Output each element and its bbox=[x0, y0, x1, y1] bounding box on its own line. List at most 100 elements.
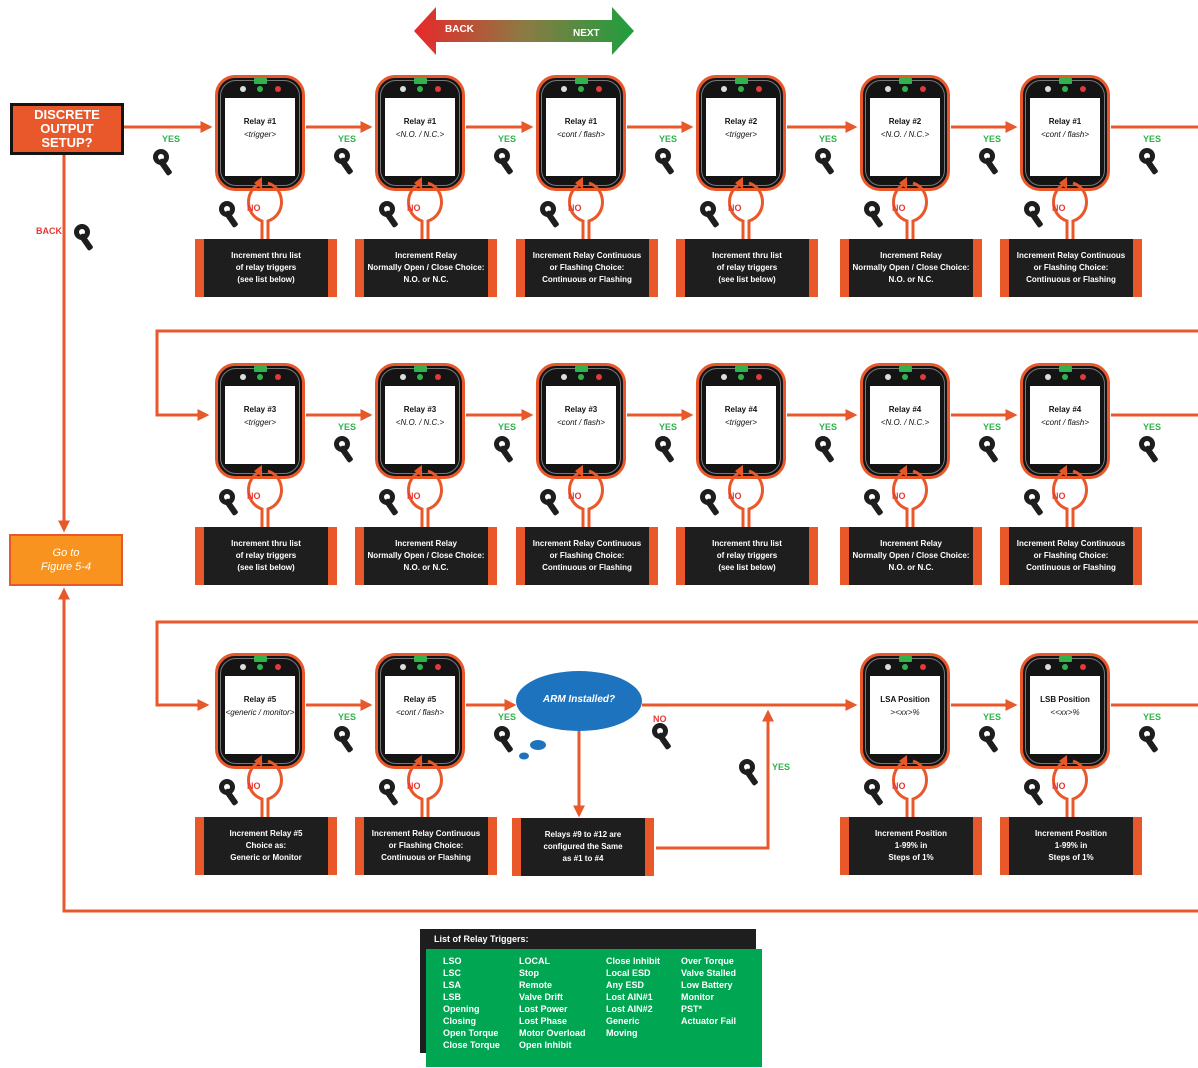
green-led bbox=[417, 374, 423, 380]
trigger-item: Valve Stalled bbox=[681, 968, 737, 978]
no-label: NO bbox=[728, 203, 742, 213]
display-screen: Relay #3<N.O. / N.C.> bbox=[385, 386, 455, 464]
actuator-display[interactable]: Relay #5 <generic / monitor> bbox=[215, 653, 305, 769]
note-line: Relays #9 to #12 are bbox=[544, 830, 622, 839]
note-line: 1-99% in bbox=[894, 841, 928, 850]
no-label: NO bbox=[407, 203, 421, 213]
trigger-item: Actuator Fail bbox=[681, 1016, 737, 1026]
actuator-display[interactable]: Relay #4<trigger> bbox=[696, 363, 786, 479]
note-line: Continuous or Flashing bbox=[1026, 275, 1116, 284]
trigger-item: Lost AIN#1 bbox=[606, 992, 653, 1002]
actuator-display[interactable]: Relay #3<N.O. / N.C.> bbox=[375, 363, 465, 479]
knob-icon bbox=[815, 436, 834, 463]
trigger-item: Lost Power bbox=[519, 1004, 568, 1014]
white-led bbox=[1045, 86, 1051, 92]
actuator-display[interactable]: Relay #5<cont / flash> bbox=[375, 653, 465, 769]
actuator-display[interactable]: Relay #3<cont / flash> bbox=[536, 363, 626, 479]
loop-arrow bbox=[568, 177, 604, 239]
yes-label: YES bbox=[819, 134, 838, 144]
loop-arrow bbox=[892, 465, 928, 527]
status-badge bbox=[899, 366, 912, 372]
display-value: <trigger> bbox=[243, 418, 277, 427]
display-title: Relay #5 bbox=[243, 695, 277, 704]
loop-arrow bbox=[1052, 177, 1088, 239]
actuator-display[interactable]: LSB Position<<xx>% bbox=[1020, 653, 1110, 769]
note-line: Continuous or Flashing bbox=[542, 563, 632, 572]
actuator-display[interactable]: Relay #4<cont / flash> bbox=[1020, 363, 1110, 479]
note-line: Normally Open / Close Choice: bbox=[852, 551, 970, 560]
note-line: or Flashing Choice: bbox=[1033, 551, 1109, 560]
note-line: Normally Open / Close Choice: bbox=[367, 263, 485, 272]
display-title: Relay #2 bbox=[888, 117, 922, 126]
actuator-display[interactable]: Relay #2<N.O. / N.C.> bbox=[860, 75, 950, 191]
note-line: or Flashing Choice: bbox=[549, 263, 625, 272]
trigger-item: PST* bbox=[681, 1004, 703, 1014]
white-led bbox=[1045, 664, 1051, 670]
white-led bbox=[885, 374, 891, 380]
actuator-display[interactable]: Relay #1<cont / flash> bbox=[536, 75, 626, 191]
white-led bbox=[721, 374, 727, 380]
display-value: <cont / flash> bbox=[1040, 130, 1090, 139]
knob-icon bbox=[655, 436, 674, 463]
note-line: Increment Position bbox=[874, 829, 947, 838]
actuator-display[interactable]: Relay #4<N.O. / N.C.> bbox=[860, 363, 950, 479]
yes-label: YES bbox=[338, 422, 357, 432]
trigger-item: Any ESD bbox=[606, 980, 645, 990]
actuator-display[interactable]: Relay #1<trigger> bbox=[215, 75, 305, 191]
note-line: of relay triggers bbox=[716, 263, 778, 272]
no-label: NO bbox=[892, 781, 906, 791]
display-title: Relay #3 bbox=[243, 405, 277, 414]
display-screen: LSA Position><xx>% bbox=[870, 676, 940, 754]
display-value: <trigger> bbox=[724, 130, 758, 139]
red-led bbox=[756, 374, 762, 380]
note-line: Increment Relay Continuous bbox=[371, 829, 481, 838]
display-screen: Relay #1<trigger> bbox=[225, 98, 295, 176]
trigger-list-title: List of Relay Triggers: bbox=[420, 929, 756, 949]
actuator-display[interactable]: LSA Position><xx>% bbox=[860, 653, 950, 769]
note-line: Normally Open / Close Choice: bbox=[852, 263, 970, 272]
display-title: Relay #3 bbox=[564, 405, 598, 414]
knob-icon bbox=[864, 201, 883, 228]
trigger-item: Close Inhibit bbox=[606, 956, 660, 966]
display-screen: Relay #2<N.O. / N.C.> bbox=[870, 98, 940, 176]
note-line: Increment Relay Continuous bbox=[1016, 251, 1126, 260]
note-line: Increment thru list bbox=[712, 251, 782, 260]
loop-arrow bbox=[1052, 465, 1088, 527]
note-line: of relay triggers bbox=[235, 263, 297, 272]
display-value: <generic / monitor> bbox=[225, 708, 295, 717]
arm-yes-label: YES bbox=[772, 762, 791, 772]
note-line: Increment thru list bbox=[231, 251, 301, 260]
display-title: LSA Position bbox=[880, 695, 930, 704]
note-line: or Flashing Choice: bbox=[388, 841, 464, 850]
actuator-display[interactable]: Relay #2<trigger> bbox=[696, 75, 786, 191]
no-label: NO bbox=[247, 203, 261, 213]
status-badge bbox=[1059, 656, 1072, 662]
goto-figure-box[interactable]: Go to Figure 5-4 bbox=[9, 534, 123, 586]
yes-label: YES bbox=[659, 422, 678, 432]
knob-icon bbox=[494, 436, 513, 463]
trigger-item: Lost Phase bbox=[519, 1016, 568, 1026]
goto-line-1: Go to bbox=[52, 547, 80, 559]
note-line: Increment Relay bbox=[395, 251, 457, 260]
note-line: Increment Relay #5 bbox=[229, 829, 303, 838]
actuator-display[interactable]: Relay #1<N.O. / N.C.> bbox=[375, 75, 465, 191]
display-screen: Relay #2<trigger> bbox=[706, 98, 776, 176]
display-screen: Relay #4<cont / flash> bbox=[1030, 386, 1100, 464]
note-line: Increment Relay bbox=[880, 539, 942, 548]
display-title: Relay #3 bbox=[403, 405, 437, 414]
actuator-display[interactable]: Relay #1<cont / flash> bbox=[1020, 75, 1110, 191]
yes-label: YES bbox=[338, 712, 357, 722]
display-title: Relay #1 bbox=[564, 117, 598, 126]
status-badge bbox=[414, 366, 427, 372]
knob-icon bbox=[739, 759, 758, 786]
note-line: 1-99% in bbox=[1054, 841, 1088, 850]
knob-icon bbox=[864, 779, 883, 806]
actuator-display[interactable]: Relay #3 <trigger> bbox=[215, 363, 305, 479]
note-line: of relay triggers bbox=[716, 551, 778, 560]
